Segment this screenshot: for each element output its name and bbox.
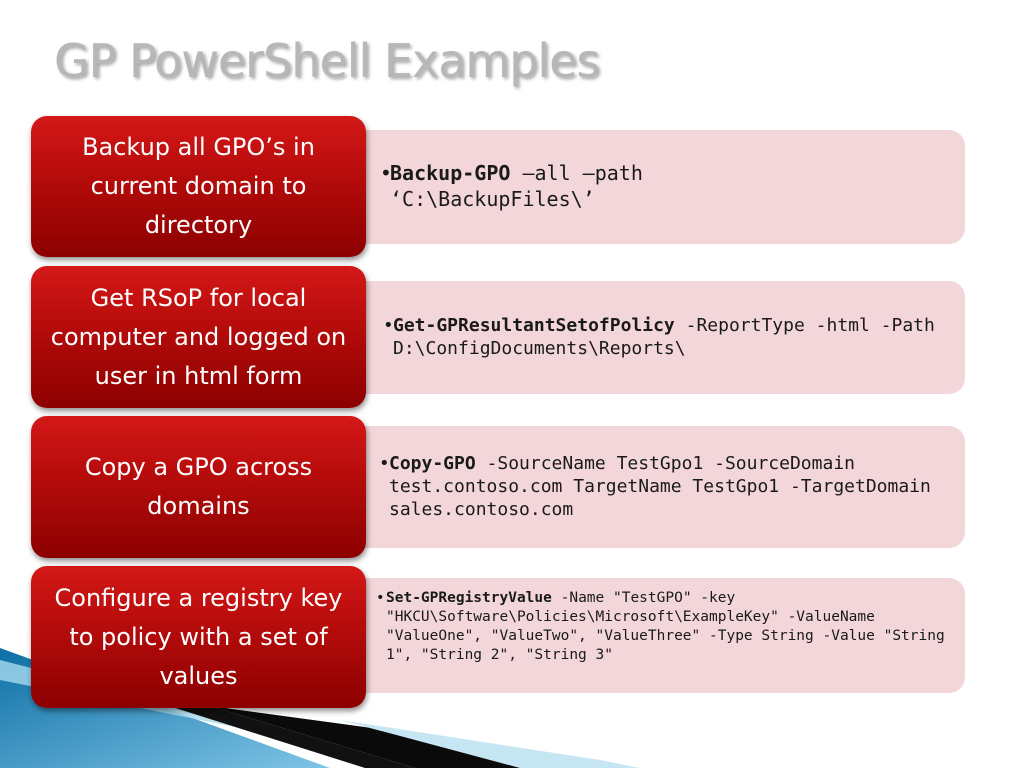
command-text: • Backup-GPO –all –path ‘C:\BackupFiles\… <box>380 160 750 212</box>
description-label: Copy a GPO across domains <box>84 453 313 520</box>
cmdlet-args: –all –path ‘C:\BackupFiles\’ <box>390 161 643 211</box>
bullet: • <box>383 315 394 336</box>
cmdlet-args: -ReportType -html -Path D:\ConfigDocumen… <box>393 315 935 359</box>
bullet: • <box>376 590 385 606</box>
description-box: Backup all GPO’s in current domain to di… <box>31 116 366 257</box>
cmdlet-name: Get-GPResultantSetofPolicy <box>393 315 675 336</box>
command-panel <box>345 281 965 394</box>
command-text: • Copy-GPO -SourceName TestGpo1 -SourceD… <box>379 452 949 521</box>
description-label: Backup all GPO’s in current domain to di… <box>82 133 315 239</box>
description-label: Configure a registry key to policy with … <box>54 583 343 690</box>
command-panel <box>345 578 965 693</box>
cmdlet-name: Copy-GPO <box>389 453 476 474</box>
command-panel <box>345 130 965 244</box>
cmdlet-args: -Name "TestGPO" -key "HKCU\Software\Poli… <box>386 590 945 663</box>
description-box: Configure a registry key to policy with … <box>31 566 366 708</box>
command-text: • Set-GPRegistryValue -Name "TestGPO" -k… <box>376 589 951 665</box>
cmdlet-args: -SourceName TestGpo1 -SourceDomain test.… <box>389 453 931 520</box>
description-label: Get RSoP for local computer and logged o… <box>50 283 347 390</box>
slide-title: GP PowerShell Examples <box>54 34 600 88</box>
description-box: Get RSoP for local computer and logged o… <box>31 266 366 408</box>
command-text: • Get-GPResultantSetofPolicy -ReportType… <box>383 314 953 360</box>
cmdlet-name: Set-GPRegistryValue <box>386 590 552 606</box>
bullet: • <box>379 453 390 474</box>
description-box: Copy a GPO across domains <box>31 416 366 558</box>
command-panel <box>345 426 965 548</box>
cmdlet-name: Backup-GPO <box>390 161 511 185</box>
bullet: • <box>380 161 392 185</box>
